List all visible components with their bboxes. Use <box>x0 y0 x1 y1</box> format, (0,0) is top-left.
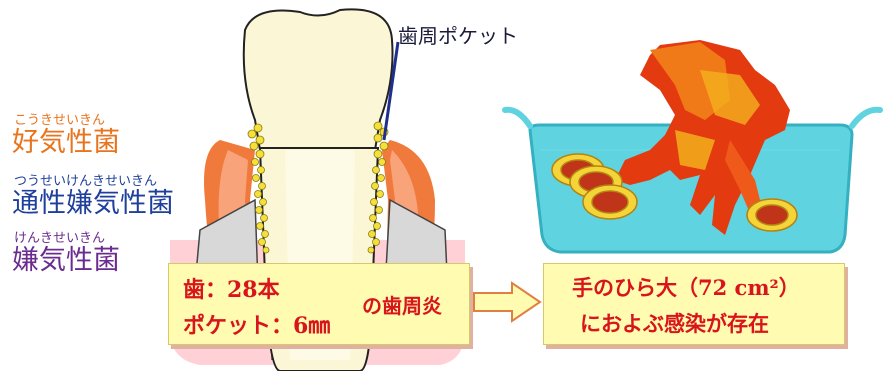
basin-illustration <box>500 30 885 265</box>
periodontitis-text: の歯周炎 <box>362 290 442 319</box>
anaerobic-ruby: けんきせいきん <box>14 232 105 246</box>
aerobic-ruby: こうきせいきん <box>14 114 105 128</box>
infection-text: におよぶ感染が存在 <box>580 308 769 338</box>
teeth-count-text: 歯：28本 <box>183 272 280 304</box>
capsule-4 <box>747 199 797 231</box>
capsule-3 <box>583 185 637 219</box>
hand-size-text: 手のひら大（72 cm²） <box>572 272 800 302</box>
arrow-right-icon <box>472 281 542 323</box>
pocket-depth-text: ポケット：6㎜ <box>183 308 330 340</box>
anaerobic-label: 嫌気性菌 <box>12 246 120 276</box>
tooth-crown <box>244 9 393 150</box>
right-summary-box: 手のひら大（72 cm²） におよぶ感染が存在 <box>543 263 845 345</box>
facultative-ruby: つうせいけんきせいきん <box>14 175 157 189</box>
aerobic-label: 好気性菌 <box>12 128 120 158</box>
facultative-label: 通性嫌気性菌 <box>12 189 174 219</box>
